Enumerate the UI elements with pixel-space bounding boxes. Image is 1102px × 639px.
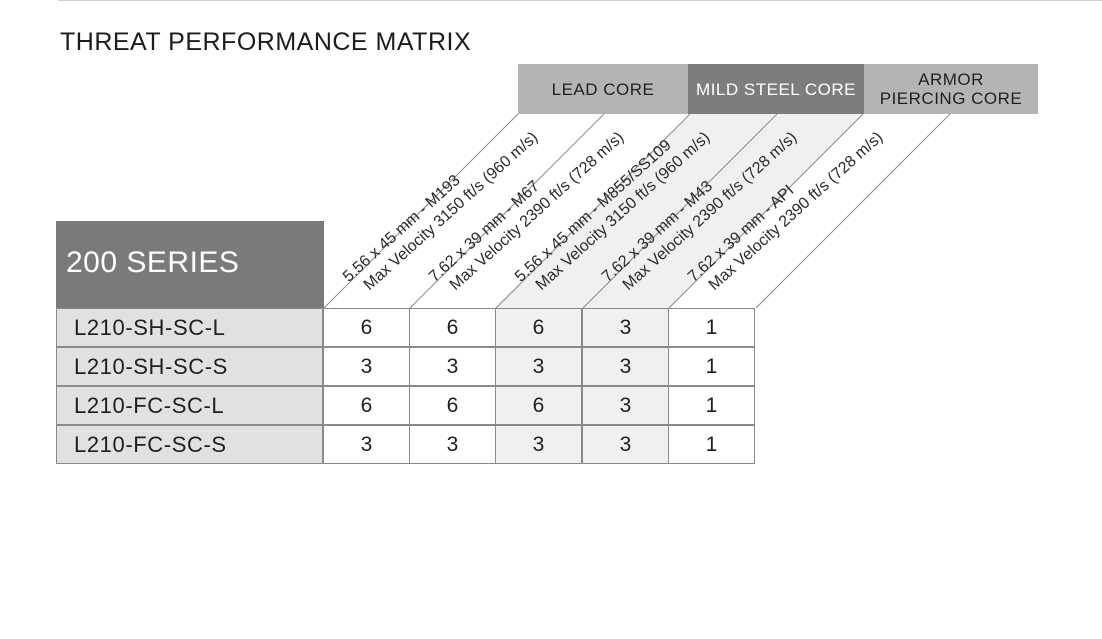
column-header-divider [755, 113, 951, 309]
matrix-cell: 3 [323, 425, 410, 464]
row-label: L210-SH-SC-S [56, 347, 323, 386]
column-header-divider [582, 113, 778, 309]
top-divider [58, 0, 1102, 1]
matrix-cell: 6 [409, 386, 496, 425]
matrix-cell: 3 [409, 425, 496, 464]
column-header-band [324, 114, 604, 308]
matrix-cell: 3 [582, 308, 669, 347]
page-title: THREAT PERFORMANCE MATRIX [60, 28, 472, 56]
column-header-bands [324, 114, 950, 308]
matrix-cell: 3 [582, 347, 669, 386]
matrix-cell: 6 [323, 386, 410, 425]
column-header-band [410, 114, 690, 308]
matrix-cell: 3 [409, 347, 496, 386]
column-header-divider [495, 113, 691, 309]
category-armor-piercing-line2: PIERCING CORE [879, 89, 1023, 108]
category-armor-piercing-core: ARMOR PIERCING CORE [864, 64, 1038, 114]
category-lead-core: LEAD CORE [518, 64, 688, 114]
matrix-cell: 3 [495, 347, 582, 386]
matrix-cell: 3 [323, 347, 410, 386]
column-header-band [669, 114, 950, 308]
series-title: 200 SERIES [66, 246, 240, 279]
matrix-cell: 6 [495, 386, 582, 425]
matrix-cell: 1 [668, 347, 755, 386]
column-header-band [583, 114, 863, 308]
matrix-cell: 6 [323, 308, 410, 347]
category-mild-steel-core-label: MILD STEEL CORE [696, 79, 856, 99]
series-header-block [56, 221, 324, 308]
matrix-cell: 6 [495, 308, 582, 347]
category-mild-steel-core: MILD STEEL CORE [688, 64, 864, 114]
column-header-dividers [323, 113, 951, 309]
matrix-cell: 6 [409, 308, 496, 347]
row-label: L210-SH-SC-L [56, 308, 323, 347]
row-label: L210-FC-SC-L [56, 386, 323, 425]
row-label: L210-FC-SC-S [56, 425, 323, 464]
category-armor-piercing-label: ARMOR PIERCING CORE [880, 70, 1023, 108]
category-lead-core-label: LEAD CORE [551, 79, 655, 99]
matrix-cell: 3 [582, 425, 669, 464]
matrix-cell: 3 [582, 386, 669, 425]
matrix-cell: 1 [668, 425, 755, 464]
matrix-cell: 1 [668, 386, 755, 425]
matrix-cell: 1 [668, 308, 755, 347]
column-header-divider [323, 113, 519, 309]
category-armor-piercing-line1: ARMOR [918, 70, 984, 89]
column-header-band [496, 114, 777, 308]
matrix-cell: 3 [495, 425, 582, 464]
column-header-divider [668, 113, 864, 309]
column-header-divider [409, 113, 605, 309]
